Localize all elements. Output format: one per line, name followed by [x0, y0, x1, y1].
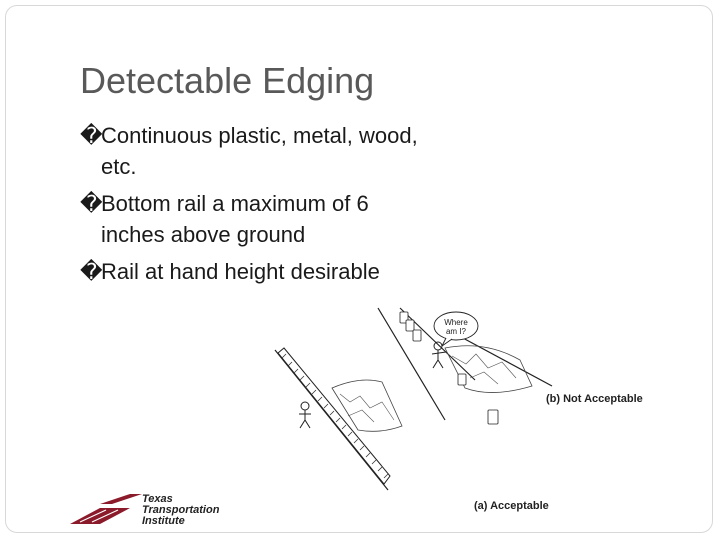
label-acceptable: (a) Acceptable — [474, 500, 549, 512]
bullet-marker: � — [80, 123, 103, 148]
bullet-item: � Continuous plastic, metal, wood, etc. — [80, 120, 420, 182]
bullet-text: Rail at hand height desirable — [101, 259, 380, 284]
speech-bubble-line2: am I? — [446, 327, 467, 336]
label-not-acceptable: (b) Not Acceptable — [546, 393, 643, 405]
scene-not-acceptable: Where am I? — [399, 307, 553, 425]
speech-bubble-line1: Where — [444, 318, 468, 327]
bullet-item: � Rail at hand height desirable — [80, 256, 420, 287]
tti-logo-mark — [70, 494, 142, 524]
bullet-list: � Continuous plastic, metal, wood, etc. … — [80, 120, 420, 293]
tti-logo-line1: Texas — [142, 493, 173, 505]
bullet-item: � Bottom rail a maximum of 6 inches abov… — [80, 188, 420, 250]
tti-logo-line3: Institute — [142, 515, 185, 526]
slide-title: Detectable Edging — [80, 60, 375, 101]
tti-logo: Texas Transportation Institute — [70, 493, 220, 526]
slide-frame — [5, 5, 713, 533]
edging-illustration: Where am I? (b) Not Acceptable (a) Accep… — [274, 307, 643, 512]
bullet-text: Bottom rail a maximum of 6 inches above … — [101, 191, 369, 247]
bullet-text: Continuous plastic, metal, wood, etc. — [101, 123, 418, 179]
tti-logo-line2: Transportation — [142, 504, 220, 516]
bullet-marker: � — [80, 191, 103, 216]
scene-acceptable — [274, 307, 446, 491]
bullet-marker: � — [80, 259, 103, 284]
